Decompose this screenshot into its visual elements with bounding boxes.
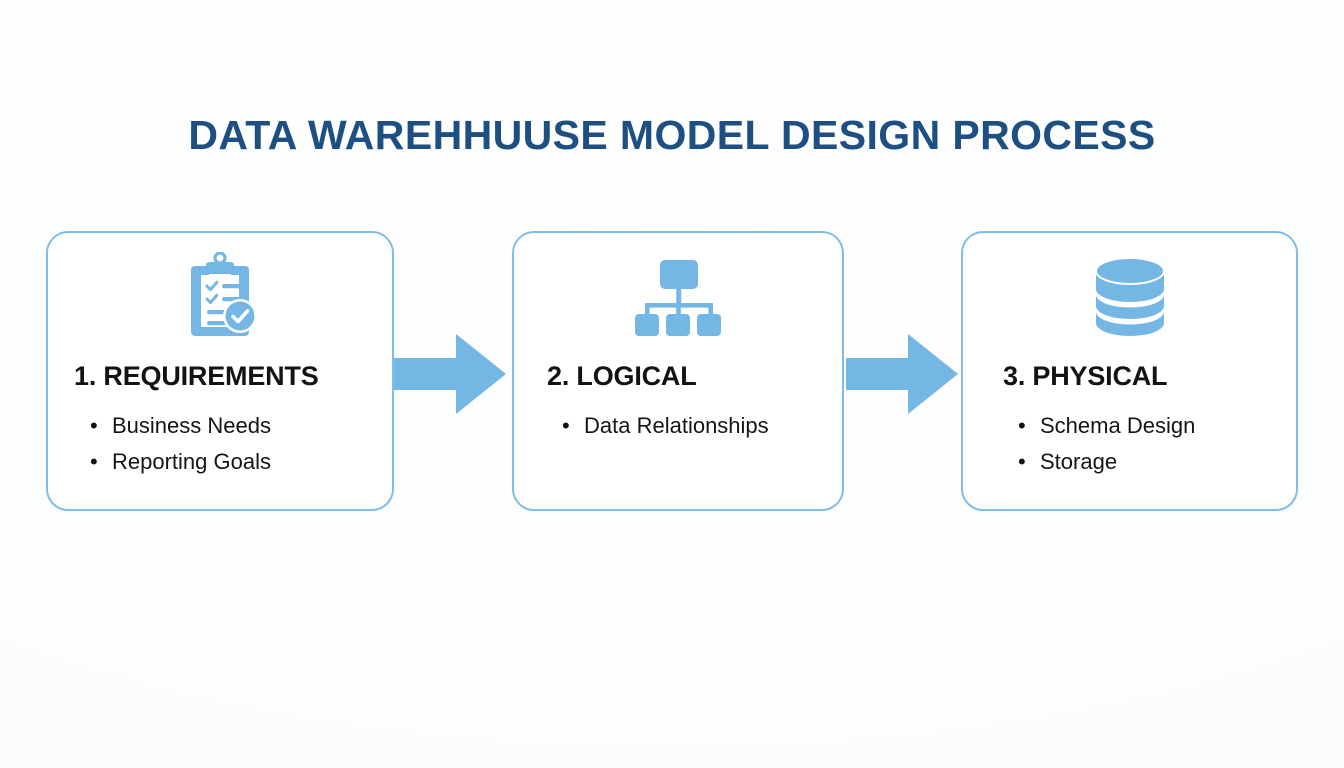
process-flow: 1. REQUIREMENTS Business Needs Reporting… bbox=[46, 231, 1298, 511]
process-step-card-requirements[interactable]: 1. REQUIREMENTS Business Needs Reporting… bbox=[46, 231, 394, 511]
arrow-right-icon bbox=[394, 330, 508, 418]
step-bullet-list: Schema Design Storage bbox=[1016, 408, 1282, 480]
step-bullet-list: Data Relationships bbox=[560, 408, 828, 444]
list-item: Storage bbox=[1016, 444, 1282, 480]
clipboard-checklist-icon bbox=[48, 249, 392, 345]
step-heading: 1. REQUIREMENTS bbox=[74, 361, 319, 391]
step-bullet-list: Business Needs Reporting Goals bbox=[88, 408, 378, 480]
step-heading: 3. PHYSICAL bbox=[1003, 361, 1168, 391]
list-item: Data Relationships bbox=[560, 408, 828, 444]
database-cylinder-icon bbox=[963, 249, 1296, 345]
step-heading: 2. LOGICAL bbox=[547, 361, 697, 391]
page-title: DATA WAREHHUUSE MODEL DESIGN PROCESS bbox=[188, 112, 1156, 158]
list-item: Schema Design bbox=[1016, 408, 1282, 444]
process-step-card-physical[interactable]: 3. PHYSICAL Schema Design Storage bbox=[961, 231, 1298, 511]
list-item: Business Needs bbox=[88, 408, 378, 444]
list-item: Reporting Goals bbox=[88, 444, 378, 480]
arrow-right-icon bbox=[846, 330, 960, 418]
hierarchy-chart-icon bbox=[514, 249, 842, 345]
process-step-card-logical[interactable]: 2. LOGICAL Data Relationships bbox=[512, 231, 844, 511]
